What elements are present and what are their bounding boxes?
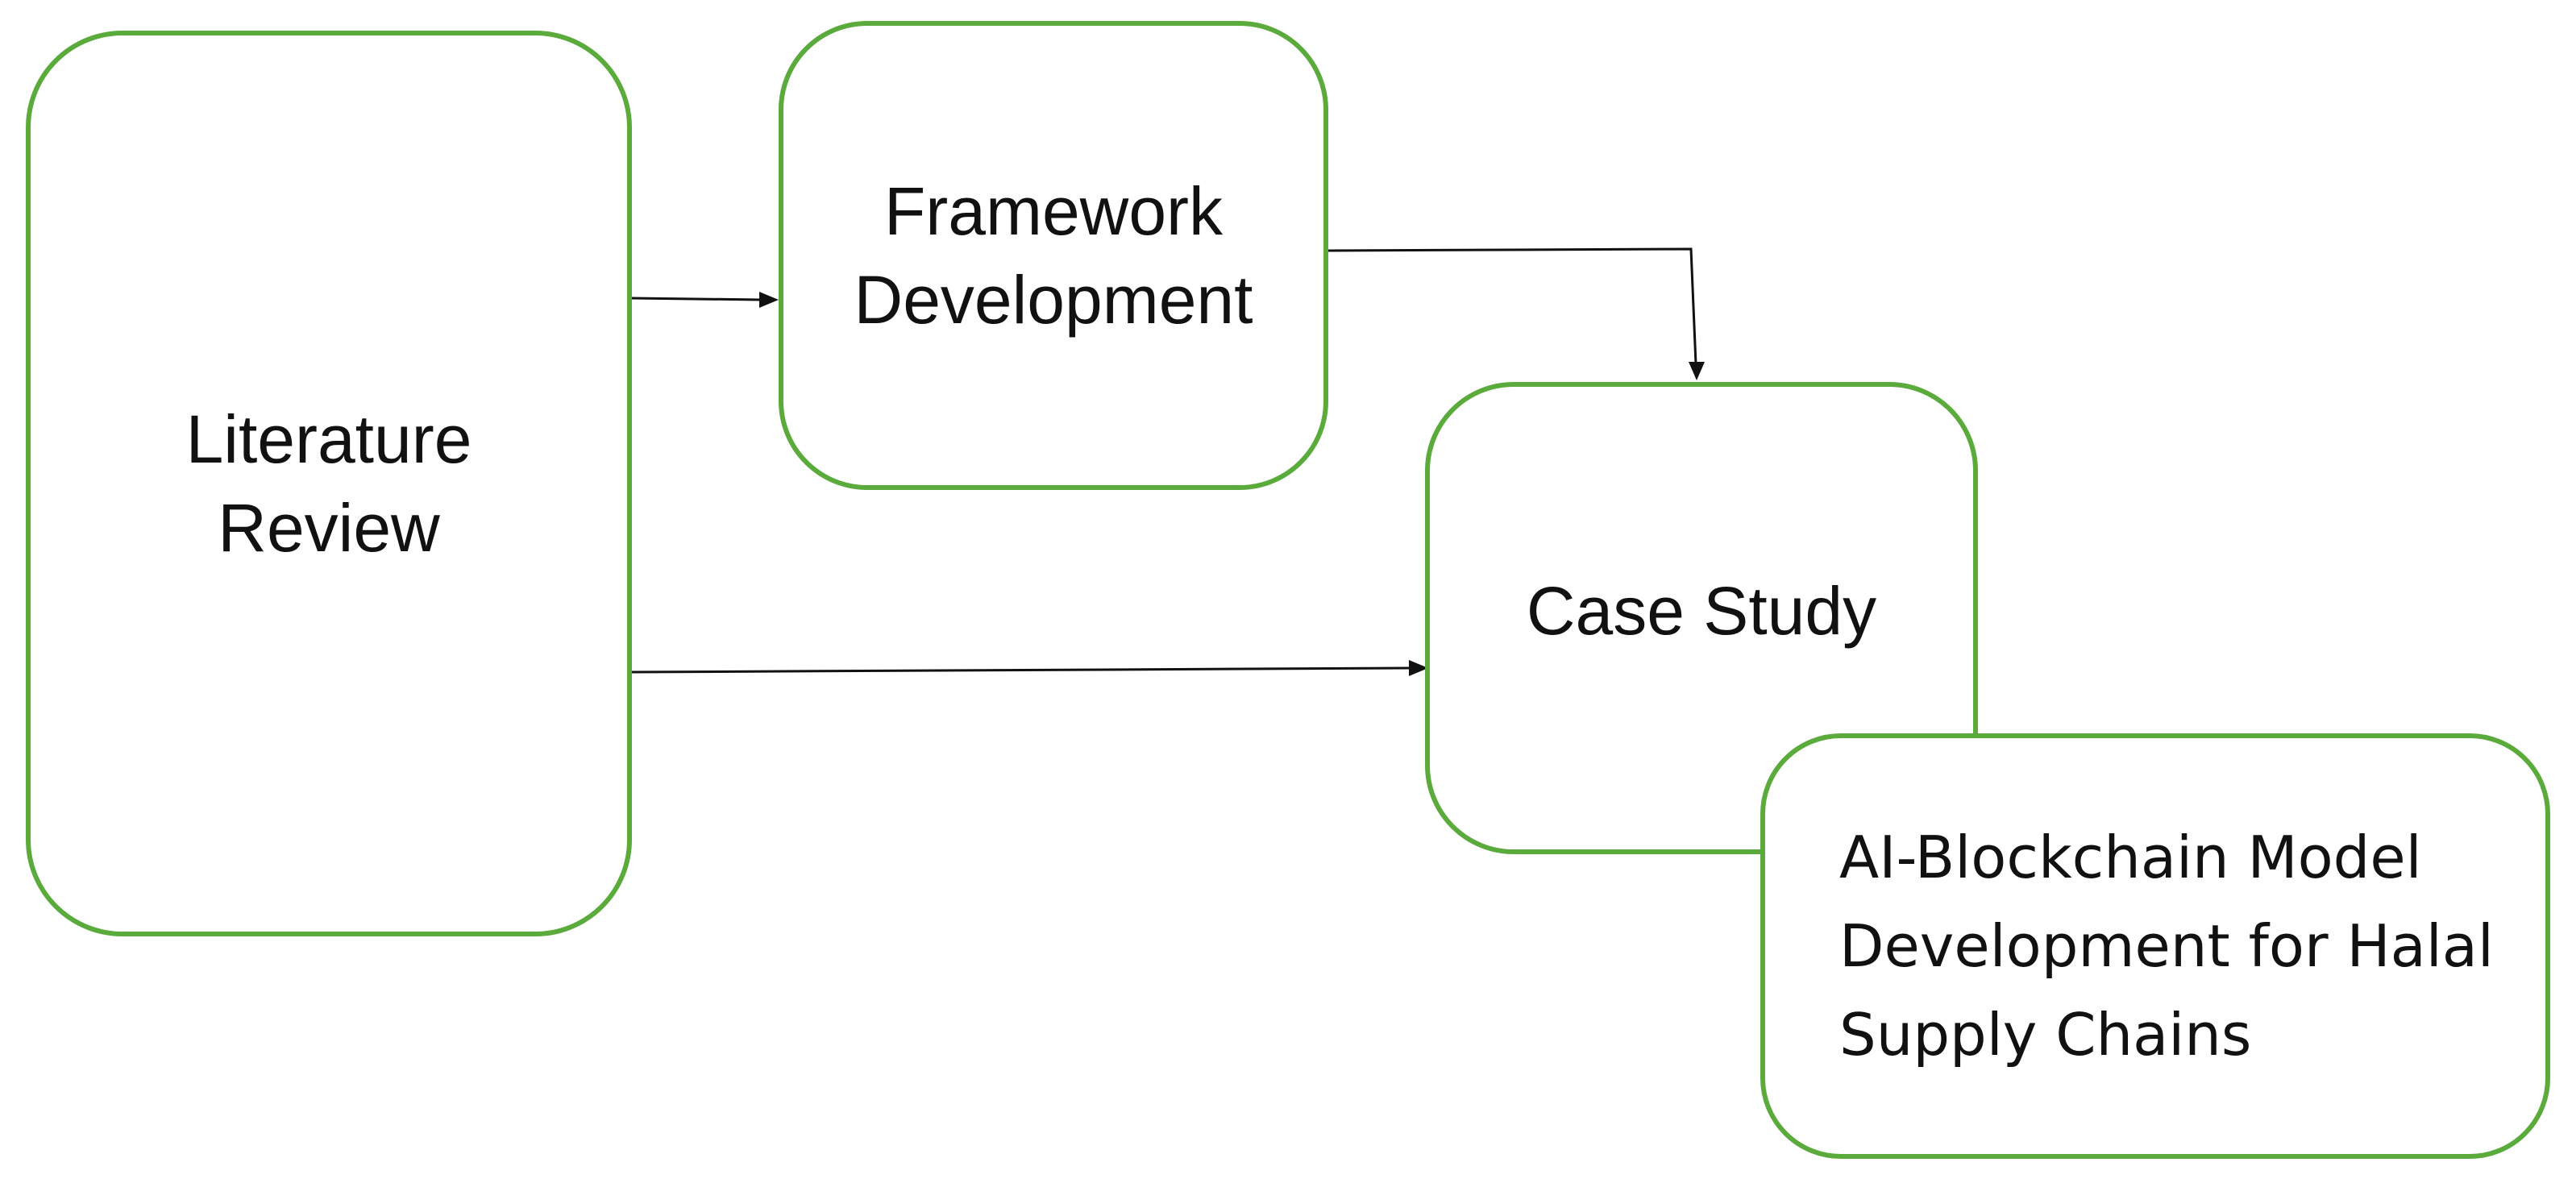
arrow-literature-to-framework [631,292,779,308]
arrow-framework-to-case-study [1327,247,1705,380]
ai-blockchain-model-box: AI-Blockchain Model Development for Hala… [1760,733,2550,1159]
framework-development-label: Framework Development [854,173,1253,338]
case-study-label: Case Study [1526,573,1877,649]
ai-blockchain-model-label: AI-Blockchain Model Development for Hala… [1839,824,2494,1069]
framework-development-box: Framework Development [779,21,1328,490]
literature-review-box: Literature Review [26,31,632,936]
arrow-literature-to-case-study [631,660,1428,676]
literature-review-label: Literature Review [185,401,472,566]
